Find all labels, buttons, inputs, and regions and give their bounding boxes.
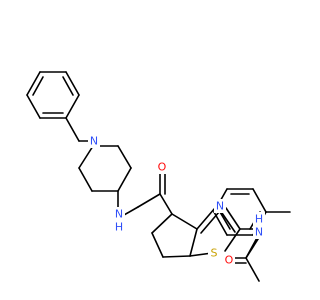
piperidine-ring: [78, 145, 132, 192]
benzyl-phenyl-ring: [26, 71, 80, 119]
benzamide-nitrogen-label: N: [255, 226, 263, 239]
benzamide-hydrogen-label: H: [255, 213, 263, 226]
carboxamide-oxygen-label: O: [158, 161, 167, 174]
molecule-structure-diagram: N N H O N S N H O: [26, 71, 291, 282]
thiazole-sulfur-label: S: [211, 247, 218, 260]
benzyl-methylene-bonds: [65, 117, 91, 142]
piperidine-nitrogen-label: N: [90, 135, 98, 148]
amide-nitrogen-label: N: [115, 208, 123, 221]
amide-hydrogen-label: H: [115, 221, 123, 234]
atom-labels: N N H O N S N H O: [88, 134, 265, 267]
cyclopentane-ring: [151, 213, 198, 258]
benzamide-oxygen-label: O: [225, 254, 234, 267]
thiazole-ring: [189, 207, 241, 257]
benzamide-linker-bonds: [231, 228, 261, 282]
amide-linker-bonds: [117, 172, 173, 216]
thiazole-nitrogen-label: N: [216, 200, 224, 213]
